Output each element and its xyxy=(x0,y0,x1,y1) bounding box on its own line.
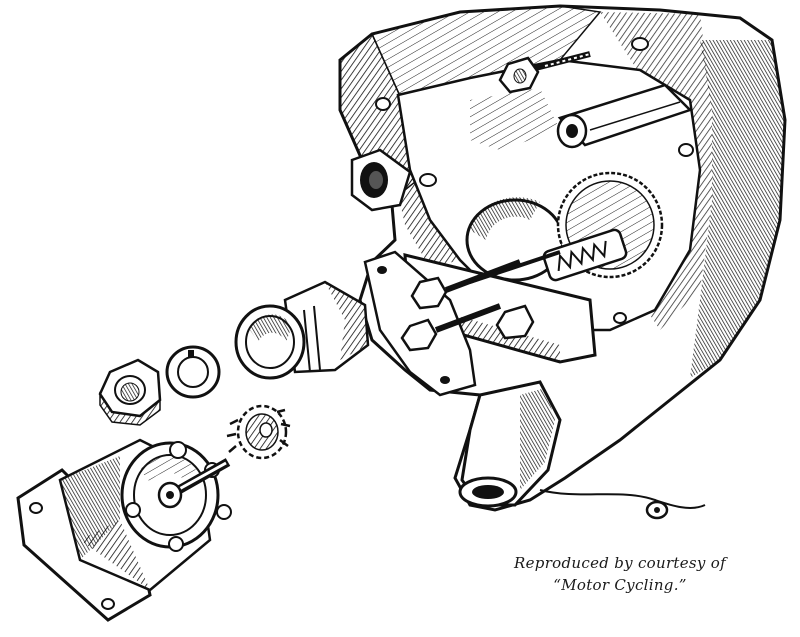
oil-outlet-spigot xyxy=(458,380,706,520)
image-credit: Reproduced by courtesy of “Motor Cycling… xyxy=(500,552,740,596)
layshaft xyxy=(556,83,693,149)
side-boss xyxy=(350,148,412,212)
pinion-gear xyxy=(226,404,291,460)
lock-washer xyxy=(165,345,221,399)
top-stud xyxy=(498,51,591,94)
pump-body xyxy=(16,438,232,622)
credit-line-1: Reproduced by courtesy of xyxy=(514,554,726,572)
flange-bolt-holes xyxy=(375,37,694,324)
pump-bracket xyxy=(363,228,628,397)
tapered-bush xyxy=(234,280,370,380)
credit-line-2: “Motor Cycling.” xyxy=(553,576,687,594)
hex-nut xyxy=(98,358,162,426)
